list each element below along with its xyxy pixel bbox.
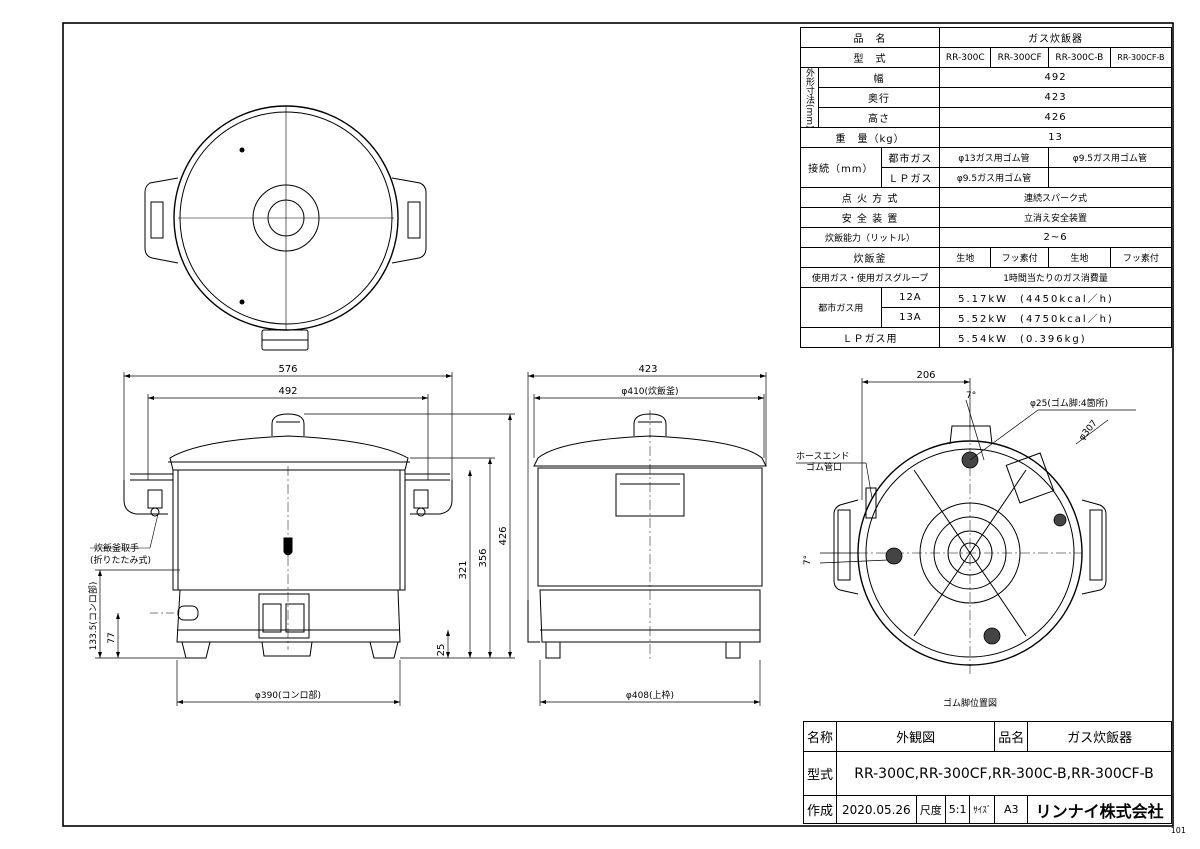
front-dim-arrows [98,374,512,704]
sheet-number: 101 [1170,826,1186,835]
tb-size-value: A3 [994,795,1029,824]
dim-307: φ307 [1077,419,1100,443]
pot-value-4: フッ素付 [1109,247,1173,268]
weight-value: 13 [939,127,1172,148]
capacity-value: 2~6 [939,227,1172,248]
lp-gas-value: φ9.5ガス用ゴム管 [939,167,1049,188]
gas-group-value: 1時間当たりのガス消費量 [939,267,1172,288]
bottom-view [833,425,1107,676]
lp-gas-label: ＬＰガス [880,167,941,188]
consumption-13a: 5.52kW (4750kcal／h) [939,307,1172,328]
dim-25: 25 [436,644,447,657]
bottom-dimensions [796,378,1136,564]
city-gas-label: 都市ガス [880,147,941,168]
weight-label: 重 量（kg） [799,127,941,148]
safety-value: 立消え安全装置 [939,207,1172,228]
height-label: 高さ [817,107,941,128]
width-label: 幅 [817,67,941,88]
city-gas-use-label: 都市ガス用 [800,287,882,328]
hose-label-2: ゴム管口 [806,461,842,473]
tb-scale-value: 5:1 [944,795,971,824]
top-view [144,105,427,351]
bottom-dim-arrows [862,380,970,384]
rubber-feet [885,451,1067,645]
dim-410: φ410(炊飯釜) [621,385,678,397]
tb-product-label: 品名 [994,721,1029,752]
bottom-caption: ゴム脚位置図 [943,697,997,709]
gas-group-label: 使用ガス・使用ガスグループ [799,267,941,288]
dim-206: 206 [916,370,935,381]
dim-408: φ408(上枠) [626,689,674,701]
side-dimensions [527,372,767,706]
tb-size-label: ｻｲｽﾞ [969,795,996,824]
rubber-feet-label: φ25(ゴム脚:4箇所) [1030,397,1108,409]
city-gas-b: φ9.5ガス用ゴム管 [1047,147,1173,168]
tb-scale-label: 尺度 [915,795,946,824]
tb-created-label: 作成 [803,795,837,824]
sheet-border [62,22,1174,827]
consumption-12a: 5.17kW (4450kcal／h) [939,287,1172,308]
width-value: 492 [939,67,1172,88]
lp-gas-empty [1047,167,1173,188]
pot-value-3: 生地 [1047,247,1111,268]
group-12a: 12A [880,287,941,308]
tb-model-value: RR-300C,RR-300CF,RR-300C-B,RR-300CF-B [836,751,1172,796]
city-gas-a: φ13ガス用ゴム管 [939,147,1049,168]
pot-value-1: 生地 [939,247,992,268]
tb-product-value: ガス炊飯器 [1027,721,1172,752]
product-name-value: ガス炊飯器 [939,27,1172,48]
dims-label: 外形寸法(mm) [800,67,819,129]
pot-label: 炊飯釜 [799,247,941,268]
ignition-value: 連続スパーク式 [939,187,1172,208]
capacity-label: 炊飯能力（リットル） [799,227,941,248]
front-dimensions [95,372,515,706]
depth-label: 奥行 [817,87,941,108]
dim-576: 576 [278,364,297,375]
dim-356: 356 [478,548,489,567]
model-2: RR-300CF [990,47,1049,68]
dim-133-5: 133.5(コンロ部) [87,582,99,651]
dim-321: 321 [458,560,469,579]
tb-company: リンナイ株式会社 [1027,795,1172,824]
tb-model-label: 型式 [803,751,837,796]
hose-label-1: ホースエンド [796,451,850,462]
depth-value: 423 [939,87,1172,108]
handle-label-1: 炊飯釜取手 [94,542,139,554]
dim-426: 426 [498,526,509,545]
consumption-lp: 5.54kW (0.396kg) [939,327,1172,348]
title-block: 名称 外観図 品名 ガス炊飯器 型式 RR-300C,RR-300CF,RR-3… [803,721,1172,824]
model-4: RR-300CF-B [1109,47,1173,68]
safety-label: 安 全 装 置 [799,207,941,228]
handle-label-2: (折りたたみ式) [90,554,151,566]
dim-77: 77 [107,632,117,643]
ignition-label: 点 火 方 式 [799,187,941,208]
pot-value-2: フッ素付 [990,247,1049,268]
group-13a: 13A [880,307,941,328]
height-value: 426 [939,107,1172,128]
product-name-label: 品 名 [799,27,941,48]
dim-492: 492 [278,386,297,397]
front-view [123,413,453,659]
angle-top: 7° [966,391,976,401]
connection-label: 接続（mm） [800,147,882,188]
model-3: RR-300C-B [1047,47,1111,68]
dim-423: 423 [638,364,657,375]
dim-390: φ390(コンロ部) [255,689,321,701]
side-view [527,410,767,660]
spec-table: 品 名 ガス炊飯器 型 式 RR-300C RR-300CF RR-300C-B… [799,27,1173,348]
angle-side: 7° [803,555,813,565]
model-1: RR-300C [939,47,992,68]
lp-gas-use-label: ＬＰガス用 [799,327,941,348]
tb-name-label: 名称 [803,721,837,752]
tb-date: 2020.05.26 [836,795,917,824]
side-dim-arrows [528,374,766,704]
model-label: 型 式 [799,47,941,68]
tb-name-value: 外観図 [835,721,996,752]
